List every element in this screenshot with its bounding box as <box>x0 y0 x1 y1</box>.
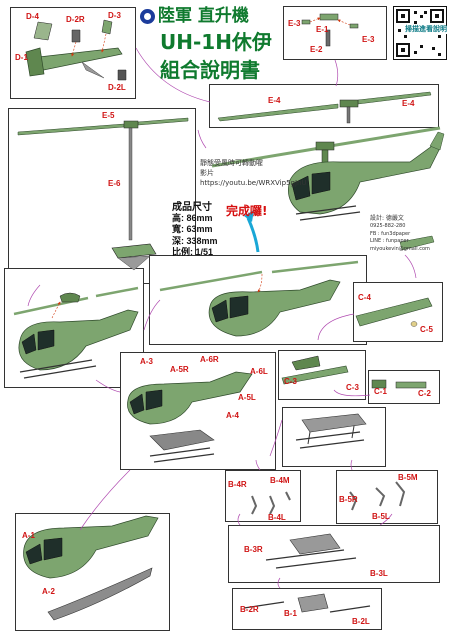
part-label-a2: A-2 <box>42 587 55 596</box>
part-label-b1: B-1 <box>284 609 297 618</box>
part-label-c5: C-5 <box>420 325 433 334</box>
video-link[interactable]: https://youtu.be/WRXVip5gJnU <box>200 178 307 187</box>
part-label-c1: C-1 <box>374 387 387 396</box>
designer-email: miyoukevin@gmail.com <box>370 245 430 252</box>
main-rotor-drawing <box>217 91 432 124</box>
army-emblem-icon <box>140 9 155 24</box>
part-label-d2l: D-2L <box>108 83 126 92</box>
part-label-b3r: B-3R <box>244 545 263 554</box>
specs-scale: 比例: 1/51 <box>172 246 214 257</box>
rotor-note-line1: 靜態受風時可轉動喔 <box>200 159 263 167</box>
part-label-d4: D-4 <box>26 12 39 21</box>
part-label-e6: E-6 <box>108 179 121 188</box>
part-label-b4l: B-4L <box>268 513 286 522</box>
completed-arrow-head <box>244 210 254 222</box>
specs-height: 高: 86mm <box>172 213 213 223</box>
part-label-a6l: A-6L <box>250 367 268 376</box>
part-label-b3l: B-3L <box>370 569 388 578</box>
part-label-b5m: B-5M <box>398 473 418 482</box>
part-label-c4: C-4 <box>358 293 371 302</box>
designer-fb: FB : fun3dpaper <box>370 230 411 237</box>
skid-parts-b-drawing <box>243 481 406 613</box>
specs-width: 寬: 63mm <box>172 224 213 235</box>
panel-c3 <box>278 350 366 400</box>
part-label-b5r: B-5R <box>339 495 358 504</box>
helicopter-step-body-drawing <box>159 260 359 337</box>
tail-boom-drawing <box>25 19 127 81</box>
part-label-d2r: D-2R <box>66 15 85 24</box>
part-label-b2r: B-2R <box>240 605 259 614</box>
part-label-e5: E-5 <box>102 111 115 120</box>
helicopter-step-rotor-drawing <box>13 286 139 379</box>
completed-arrow <box>246 217 260 253</box>
part-label-b5l: B-5L <box>372 512 390 521</box>
finished-size-specs: 成品尺寸 高: 86mm 寬: 63mm 深: 338mm 比例: 1/51 <box>172 198 218 258</box>
rotor-note: 靜態受風時可轉動喔 影片 https://youtu.be/WRXVip5gJn… <box>200 159 307 188</box>
panel-rotor-mast <box>8 108 196 284</box>
title-line-2: UH-1H休伊 <box>160 30 272 54</box>
part-label-a6r: A-6R <box>200 355 219 364</box>
part-label-b4r: B-4R <box>228 480 247 489</box>
part-label-e2: E-2 <box>310 45 323 54</box>
part-label-c3-left: C-3 <box>284 377 297 386</box>
qr-caption: 掃描進看說明 <box>405 25 447 34</box>
specs-depth: 深: 338mm <box>172 235 218 246</box>
mast-parts-drawing <box>301 13 359 47</box>
completed-label: 完成囉! <box>226 204 268 218</box>
part-label-e1: E-1 <box>316 25 329 34</box>
part-label-e3-right: E-3 <box>362 35 375 44</box>
helicopter-a-body-drawing <box>23 515 159 621</box>
part-label-e3-left: E-3 <box>288 19 301 28</box>
designer-phone: 0925-882-280 <box>370 223 406 229</box>
designer-line: LINE : funpaper <box>370 238 409 244</box>
rotor-mast-drawing <box>17 117 189 271</box>
part-label-a4: A-4 <box>226 411 239 420</box>
part-label-d1: D-1 <box>15 53 28 62</box>
designer-name: 設計: 德嚴文 <box>370 215 404 222</box>
part-label-e4-right: E-4 <box>402 99 415 108</box>
assembly-flow-arrows <box>27 47 417 589</box>
helicopter-main-drawing <box>211 126 445 221</box>
part-label-b4m: B-4M <box>270 476 290 485</box>
part-label-a3: A-3 <box>140 357 153 366</box>
rotor-note-line2: 影片 <box>200 168 214 177</box>
title-line-3: 組合說明書 <box>160 58 260 82</box>
panel-b3-parts <box>228 525 440 583</box>
part-label-d3: D-3 <box>108 11 121 20</box>
designer-credit: 設計: 德嚴文 0925-882-280 FB : fun3dpaper LIN… <box>370 214 430 253</box>
part-label-c2: C-2 <box>418 389 431 398</box>
specs-heading: 成品尺寸 <box>172 202 212 213</box>
title-line-1: 陸軍 直升機 <box>158 6 249 26</box>
part-label-a5r: A-5R <box>170 365 189 374</box>
part-label-b2l: B-2L <box>352 617 370 626</box>
part-label-e4-left: E-4 <box>268 96 281 105</box>
part-label-a1: A-1 <box>22 531 35 540</box>
panel-b2-parts <box>232 588 382 630</box>
helicopter-a-parts-drawing <box>127 371 253 463</box>
part-label-a5l: A-5L <box>238 393 256 402</box>
skid-assembly-drawing <box>295 413 367 449</box>
tail-parts-c-drawing <box>281 235 435 389</box>
part-label-c3-right: C-3 <box>346 383 359 392</box>
